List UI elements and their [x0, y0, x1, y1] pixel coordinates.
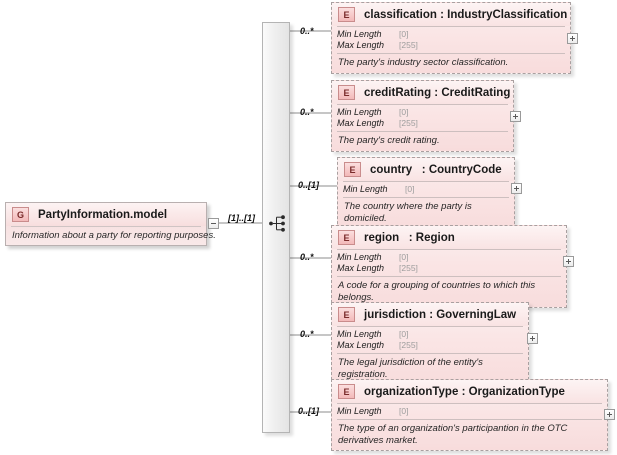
- element-documentation-country: The country where the party is domiciled…: [343, 197, 509, 228]
- element-header-classification: E classification : IndustryClassificatio…: [332, 3, 570, 26]
- element-name-region: region : Region: [364, 231, 455, 244]
- element-badge-icon: E: [338, 384, 355, 399]
- party-information-model-box[interactable]: G PartyInformation.model Information abo…: [5, 202, 216, 246]
- expand-toggle-country[interactable]: [511, 183, 522, 194]
- facet-label: Max Length: [337, 118, 385, 128]
- group-badge-icon: G: [12, 207, 29, 222]
- facet-row: Max Length [255]: [337, 263, 561, 274]
- element-name-organizationtype: organizationType : OrganizationType: [364, 385, 565, 398]
- element-box-jurisdiction[interactable]: E jurisdiction : GoverningLaw Min Length…: [331, 302, 529, 385]
- expand-toggle-region[interactable]: [563, 256, 574, 267]
- facet-value: [0]: [405, 184, 415, 194]
- facet-row: Min Length [0]: [337, 29, 565, 40]
- facet-label: Min Length: [337, 329, 382, 339]
- element-box-region[interactable]: E region : Region Min Length [0] Max Len…: [331, 225, 567, 308]
- sequence-icon: [269, 215, 285, 232]
- facet-row: Min Length [0]: [337, 406, 602, 417]
- element-header-region: E region : Region: [332, 226, 566, 249]
- facet-row: Min Length [0]: [337, 329, 523, 340]
- element-name-classification: classification : IndustryClassification: [364, 8, 568, 21]
- element-name-country: country : CountryCode: [370, 163, 502, 176]
- facet-row: Max Length [255]: [337, 340, 523, 351]
- expand-toggle-organizationtype[interactable]: [604, 409, 615, 420]
- facet-value: [0]: [399, 406, 409, 416]
- element-badge-icon: E: [338, 230, 355, 245]
- element-documentation-region: A code for a grouping of countries to wh…: [337, 276, 561, 307]
- element-documentation-creditrating: The party's credit rating.: [337, 131, 508, 151]
- element-badge-icon: E: [338, 85, 355, 100]
- facet-row: Max Length [255]: [337, 40, 565, 51]
- element-badge-icon: E: [338, 7, 355, 22]
- element-name-creditrating: creditRating : CreditRating: [364, 86, 511, 99]
- element-name-jurisdiction: jurisdiction : GoverningLaw: [364, 308, 517, 321]
- facet-value: [0]: [399, 29, 409, 39]
- element-header-organizationtype: E organizationType : OrganizationType: [332, 380, 607, 403]
- facet-row: Min Length [0]: [343, 184, 509, 195]
- facet-label: Min Length: [337, 107, 382, 117]
- model-occurrence-label: [1]..[1]: [228, 213, 255, 223]
- occurrence-label-region: 0..*: [300, 252, 314, 262]
- facet-row: Max Length [255]: [337, 118, 508, 129]
- occurrence-label-organizationtype: 0..[1]: [298, 406, 320, 416]
- expand-toggle-jurisdiction[interactable]: [527, 333, 538, 344]
- model-header: G PartyInformation.model: [6, 203, 206, 226]
- model-title: PartyInformation.model: [38, 208, 168, 221]
- element-facets-jurisdiction: Min Length [0] Max Length [255]: [337, 326, 523, 353]
- element-box-organizationtype[interactable]: E organizationType : OrganizationType Mi…: [331, 379, 608, 451]
- facet-label: Max Length: [337, 40, 385, 50]
- element-header-country: E country : CountryCode: [338, 158, 514, 181]
- facet-value: [0]: [399, 329, 409, 339]
- facet-value: [255]: [399, 263, 418, 273]
- element-box-classification[interactable]: E classification : IndustryClassificatio…: [331, 2, 571, 74]
- element-header-jurisdiction: E jurisdiction : GoverningLaw: [332, 303, 528, 326]
- element-documentation-classification: The party's industry sector classificati…: [337, 53, 565, 73]
- expand-toggle-classification[interactable]: [567, 33, 578, 44]
- element-documentation-jurisdiction: The legal jurisdiction of the entity's r…: [337, 353, 523, 384]
- facet-label: Min Length: [337, 29, 382, 39]
- model-collapse-toggle[interactable]: [208, 218, 219, 229]
- facet-value: [255]: [399, 118, 418, 128]
- facet-label: Min Length: [337, 252, 382, 262]
- facet-label: Max Length: [337, 340, 385, 350]
- element-header-creditrating: E creditRating : CreditRating: [332, 81, 513, 104]
- element-facets-creditrating: Min Length [0] Max Length [255]: [337, 104, 508, 131]
- element-box-creditrating[interactable]: E creditRating : CreditRating Min Length…: [331, 80, 514, 152]
- facet-label: Min Length: [337, 406, 382, 416]
- facet-value: [0]: [399, 252, 409, 262]
- element-facets-region: Min Length [0] Max Length [255]: [337, 249, 561, 276]
- facet-value: [255]: [399, 40, 418, 50]
- facet-label: Min Length: [343, 184, 388, 194]
- occurrence-label-classification: 0..*: [300, 26, 314, 36]
- occurrence-label-creditrating: 0..*: [300, 107, 314, 117]
- expand-toggle-creditrating[interactable]: [510, 111, 521, 122]
- facet-value: [0]: [399, 107, 409, 117]
- element-documentation-organizationtype: The type of an organization's participan…: [337, 419, 602, 450]
- element-facets-organizationtype: Min Length [0]: [337, 403, 602, 419]
- element-facets-country: Min Length [0]: [343, 181, 509, 197]
- occurrence-label-jurisdiction: 0..*: [300, 329, 314, 339]
- element-badge-icon: E: [344, 162, 361, 177]
- element-facets-classification: Min Length [0] Max Length [255]: [337, 26, 565, 53]
- facet-row: Min Length [0]: [337, 252, 561, 263]
- facet-label: Max Length: [337, 263, 385, 273]
- element-box-country[interactable]: E country : CountryCode Min Length [0] T…: [337, 157, 515, 229]
- occurrence-label-country: 0..[1]: [298, 180, 320, 190]
- model-documentation: Information about a party for reporting …: [11, 226, 216, 245]
- facet-row: Min Length [0]: [337, 107, 508, 118]
- facet-value: [255]: [399, 340, 418, 350]
- element-badge-icon: E: [338, 307, 355, 322]
